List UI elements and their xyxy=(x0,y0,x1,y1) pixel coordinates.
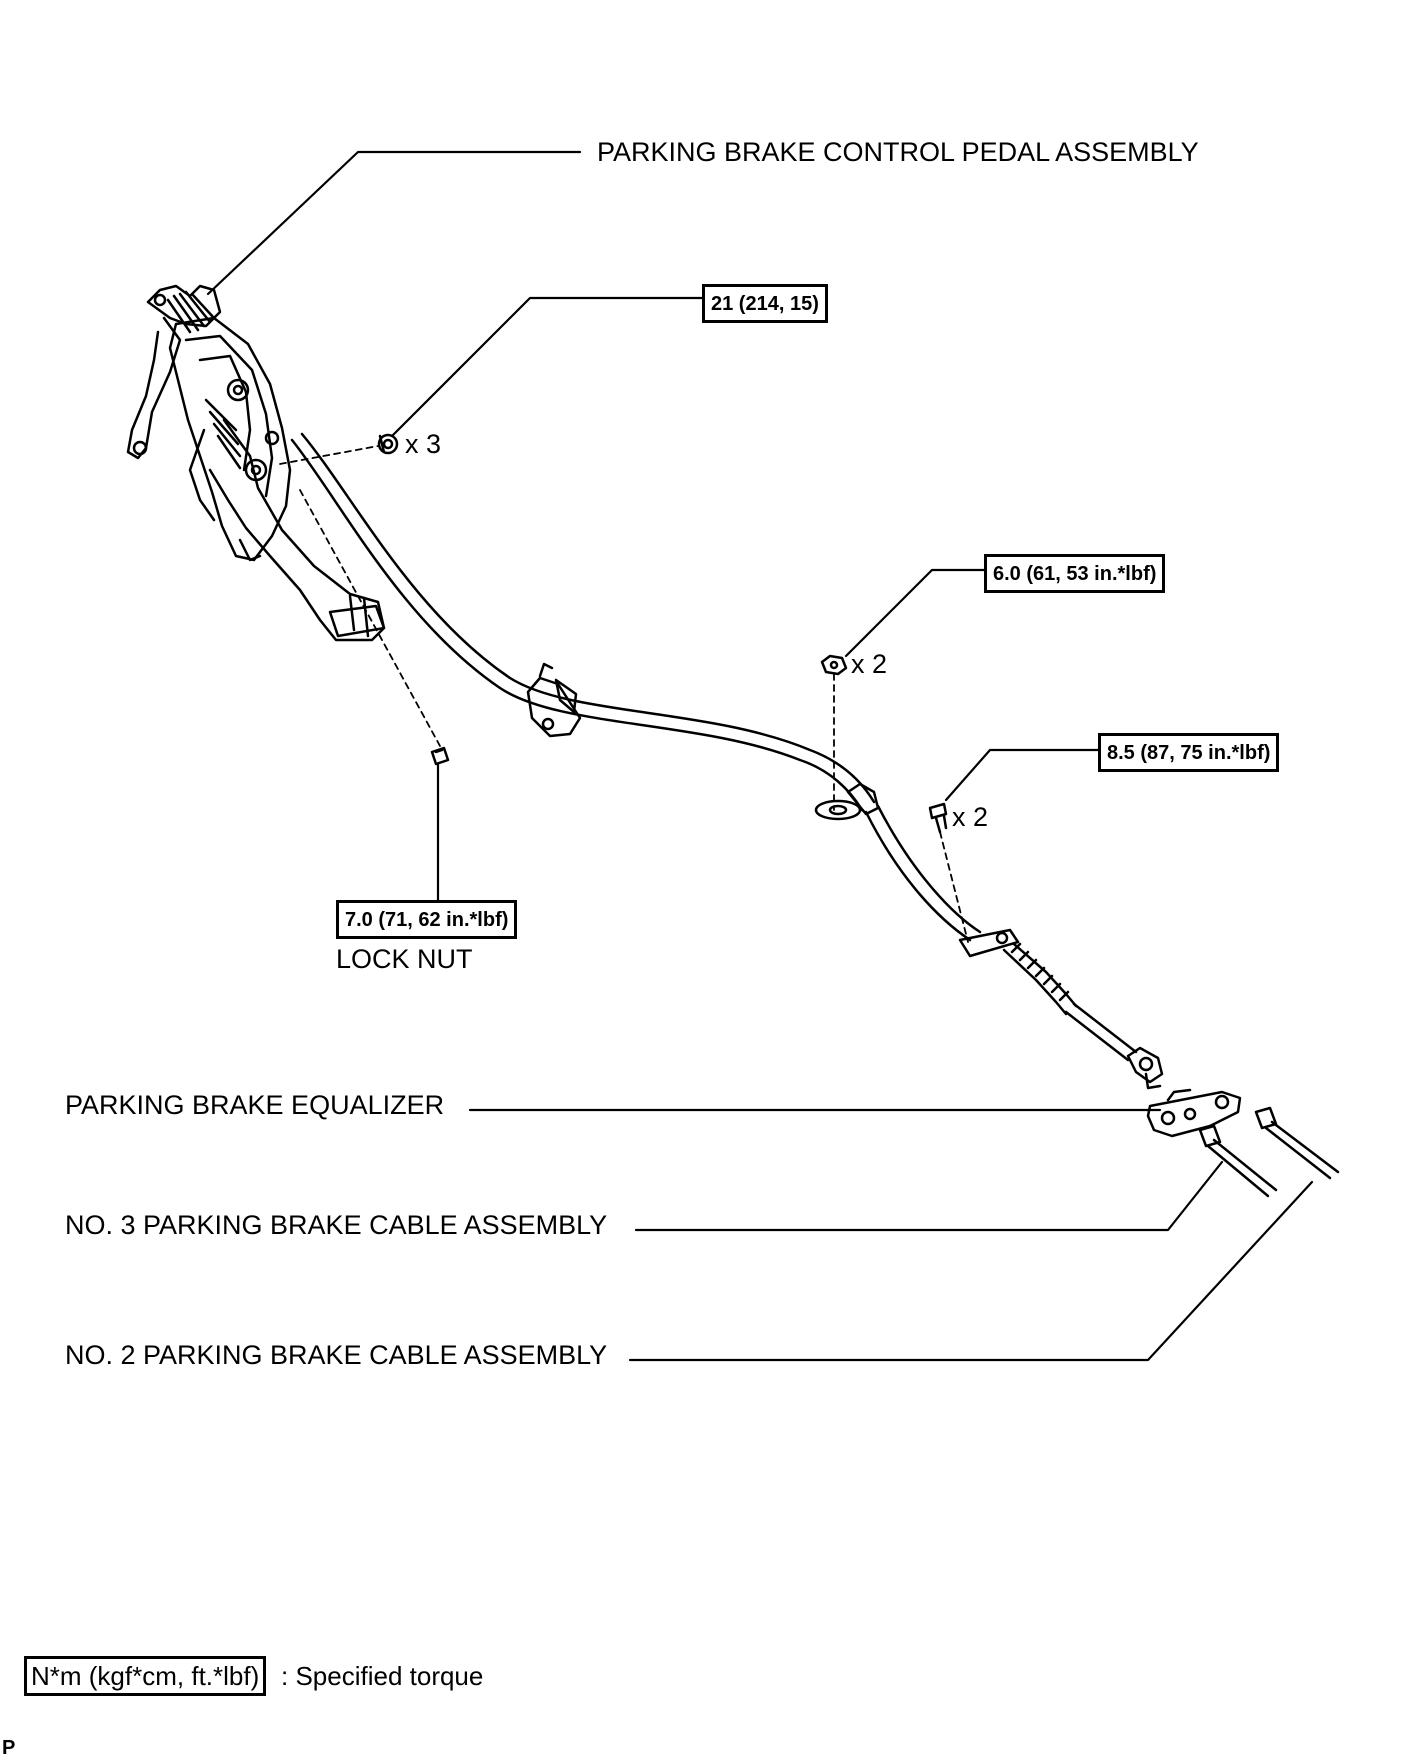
label-lock-nut: LOCK NUT xyxy=(336,944,473,974)
qty-cable-nuts: x 2 xyxy=(851,649,888,679)
legend-description: : Specified torque xyxy=(281,1661,484,1691)
rear-cables-drawing xyxy=(1198,1106,1340,1198)
label-pedal-assembly: PARKING BRAKE CONTROL PEDAL ASSEMBLY xyxy=(597,137,1199,167)
fasteners-drawing xyxy=(377,433,948,834)
corner-mark: P xyxy=(2,1737,16,1759)
install-dashed-lines xyxy=(279,445,969,943)
label-no3-cable: NO. 3 PARKING BRAKE CABLE ASSEMBLY xyxy=(65,1210,608,1240)
leader-lines xyxy=(206,150,1314,1362)
torque-box-cable-nuts: 6.0 (61, 53 in.*lbf) xyxy=(984,554,1166,593)
torque-box-cable-bolts: 8.5 (87, 75 in.*lbf) xyxy=(1098,733,1280,772)
front-brake-cable-drawing xyxy=(290,432,1164,1090)
legend-unit-box: N*m (kgf*cm, ft.*lbf) xyxy=(24,1656,267,1696)
torque-box-lock-nut: 7.0 (71, 62 in.*lbf) xyxy=(336,900,518,939)
torque-box-pedal-nuts: 21 (214, 15) xyxy=(702,284,828,323)
qty-pedal-nuts: x 3 xyxy=(405,429,442,459)
qty-cable-bolts: x 2 xyxy=(952,802,989,832)
parking-brake-pedal-assembly-drawing xyxy=(126,284,386,642)
equalizer-drawing xyxy=(1146,1088,1242,1138)
label-equalizer: PARKING BRAKE EQUALIZER xyxy=(65,1090,445,1120)
label-no2-cable: NO. 2 PARKING BRAKE CABLE ASSEMBLY xyxy=(65,1340,608,1370)
